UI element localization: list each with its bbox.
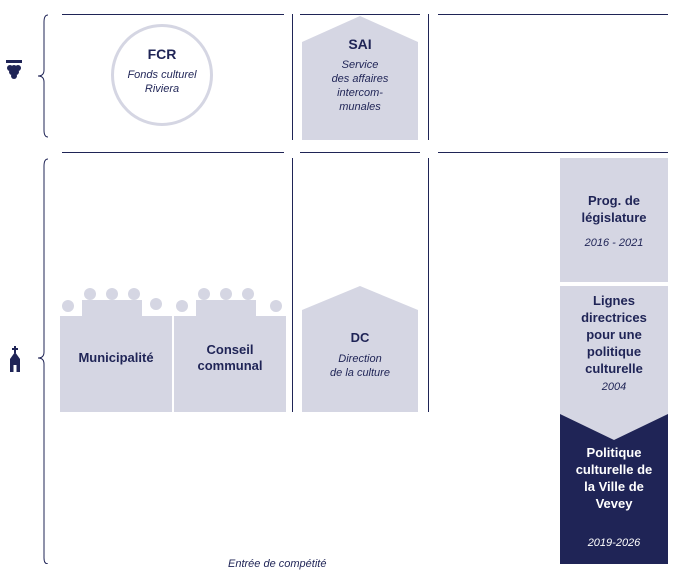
politique-years: 2019-2026 xyxy=(587,537,641,549)
dc-building-shape xyxy=(302,286,418,412)
col-divider-1-top xyxy=(292,14,293,140)
prog-years: 2016 - 2021 xyxy=(584,237,644,249)
municipalite-label: Municipalité xyxy=(78,350,154,365)
sai-title: SAI xyxy=(348,36,372,52)
footer-partial-text: Entrée de compétité xyxy=(228,558,327,570)
politique-box-shape xyxy=(560,414,668,564)
top-rule-mid xyxy=(300,14,420,15)
municipalite-group-shape xyxy=(60,288,172,412)
mid-rule-mid xyxy=(300,152,420,153)
church-icon xyxy=(8,346,22,372)
bottom-brace xyxy=(37,158,49,564)
politique-title: Politique culturelle de la Ville de Veve… xyxy=(575,445,653,511)
sai-subtitle: Service des affaires intercom- munales xyxy=(331,59,389,113)
prog-box xyxy=(560,158,668,282)
sai-building-shape xyxy=(302,16,418,140)
prog-title: Prog. de législature xyxy=(581,193,647,225)
col-divider-2-bottom xyxy=(428,158,429,412)
dc-title: DC xyxy=(350,330,370,345)
fcr-title: FCR xyxy=(147,46,177,62)
mid-rule-left xyxy=(62,152,284,153)
dc-subtitle: Direction de la culture xyxy=(330,353,390,379)
conseil-group-shape xyxy=(174,288,286,412)
fcr-subtitle: Fonds culturel Riviera xyxy=(127,69,197,95)
col-divider-2-top xyxy=(428,14,429,140)
col-divider-1-bottom xyxy=(292,158,293,412)
top-rule-right xyxy=(438,14,668,15)
conseil-label: Conseil communal xyxy=(197,342,263,373)
lignes-arrow-shape xyxy=(560,286,668,442)
grape-icon xyxy=(6,60,22,82)
lignes-title: Lignes directrices pour une politique cu… xyxy=(581,293,647,376)
lignes-year: 2004 xyxy=(601,381,627,393)
top-rule-left xyxy=(62,14,284,15)
fcr-circle xyxy=(111,24,213,126)
top-brace xyxy=(37,14,49,138)
mid-rule-right xyxy=(438,152,668,153)
